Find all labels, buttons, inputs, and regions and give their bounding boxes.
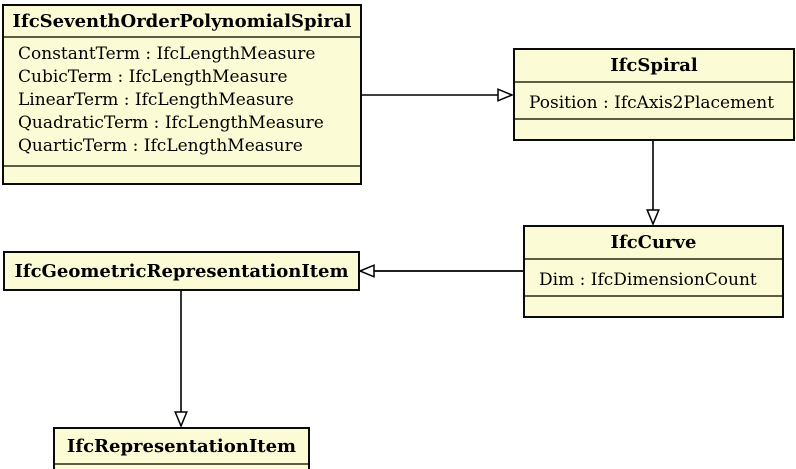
generalization-arrow-geomrepitem-to-repitem — [174, 291, 188, 428]
attribute-line: LinearTerm : IfcLengthMeasure — [18, 90, 294, 110]
class-title: IfcGeometricRepresentationItem — [14, 260, 349, 282]
generalization-arrow-curve-to-geomrepitem — [358, 264, 523, 278]
empty-compartment — [55, 465, 308, 469]
class-title: IfcRepresentationItem — [55, 429, 308, 465]
class-title: IfcCurve — [525, 227, 782, 260]
empty-compartment — [525, 297, 782, 316]
attribute-line: CubicTerm : IfcLengthMeasure — [18, 67, 288, 87]
class-box-ifcrepresentationitem: IfcRepresentationItem — [53, 427, 310, 469]
class-title: IfcSeventhOrderPolynomialSpiral — [4, 6, 360, 38]
class-attributes: ConstantTerm : IfcLengthMeasure CubicTer… — [4, 38, 360, 167]
class-box-ifccurve: IfcCurve Dim : IfcDimensionCount — [523, 225, 784, 318]
class-box-ifcspiral: IfcSpiral Position : IfcAxis2Placement — [513, 48, 795, 141]
empty-compartment — [4, 167, 360, 183]
attribute-line: QuarticTerm : IfcLengthMeasure — [18, 136, 303, 156]
attribute-line: QuadraticTerm : IfcLengthMeasure — [18, 113, 324, 133]
attribute-line: ConstantTerm : IfcLengthMeasure — [18, 44, 316, 64]
generalization-arrow-spiral7-to-spiral — [362, 88, 514, 102]
class-attributes: Position : IfcAxis2Placement — [515, 83, 793, 120]
class-box-ifcgeometricrepresentationitem: IfcGeometricRepresentationItem — [3, 251, 360, 291]
empty-compartment — [515, 120, 793, 139]
generalization-arrow-spiral-to-curve — [646, 141, 660, 226]
class-box-ifcseventhorderpolynomialspiral: IfcSeventhOrderPolynomialSpiral Constant… — [2, 4, 362, 185]
attribute-line: Position : IfcAxis2Placement — [529, 93, 775, 113]
attribute-line: Dim : IfcDimensionCount — [539, 270, 757, 290]
class-title: IfcSpiral — [515, 50, 793, 83]
class-attributes: Dim : IfcDimensionCount — [525, 260, 782, 297]
